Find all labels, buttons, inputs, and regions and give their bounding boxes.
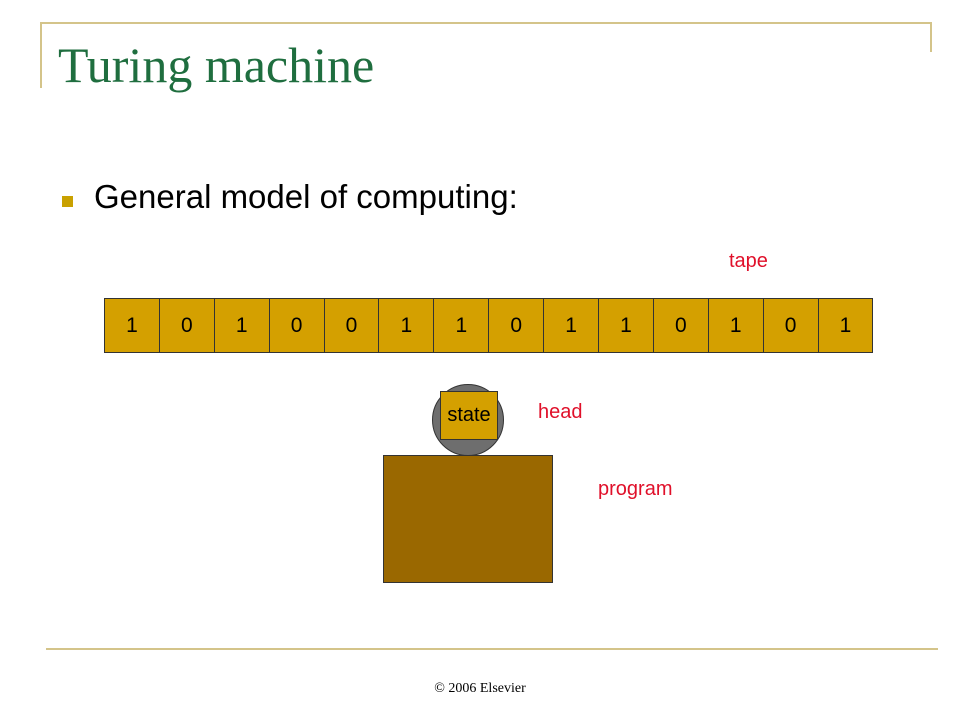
- tape-cell: 0: [488, 298, 545, 353]
- tape-label: tape: [729, 250, 768, 272]
- slide-title: Turing machine: [58, 37, 375, 93]
- head-label: head: [538, 401, 583, 423]
- slide-frame-right-rule: [930, 22, 932, 52]
- tape-cell: 0: [762, 298, 819, 353]
- tape-cell: 1: [104, 298, 160, 353]
- tape-cell: 1: [598, 298, 654, 353]
- tape-cell: 1: [707, 298, 764, 353]
- slide-footer-rule: [46, 648, 938, 650]
- state-box: state: [440, 391, 498, 440]
- copyright-footer: © 2006 Elsevier: [434, 681, 526, 696]
- program-label: program: [598, 478, 673, 500]
- tape-cell: 1: [378, 298, 435, 353]
- tape-cell: 0: [158, 298, 215, 353]
- tape-cell: 1: [433, 298, 490, 353]
- bullet-text: General model of computing:: [94, 178, 518, 215]
- tape-cell: 1: [543, 298, 600, 353]
- tape-cell: 1: [213, 298, 270, 353]
- slide-frame-top-rule: [40, 22, 932, 24]
- tape-cell: 0: [268, 298, 325, 353]
- bullet-square-icon: [62, 196, 73, 207]
- program-box: [383, 455, 553, 583]
- slide-frame-left-rule: [40, 22, 42, 88]
- tape-cell: 0: [652, 298, 709, 353]
- tape-cell: 0: [323, 298, 380, 353]
- tape-cell: 1: [817, 298, 874, 353]
